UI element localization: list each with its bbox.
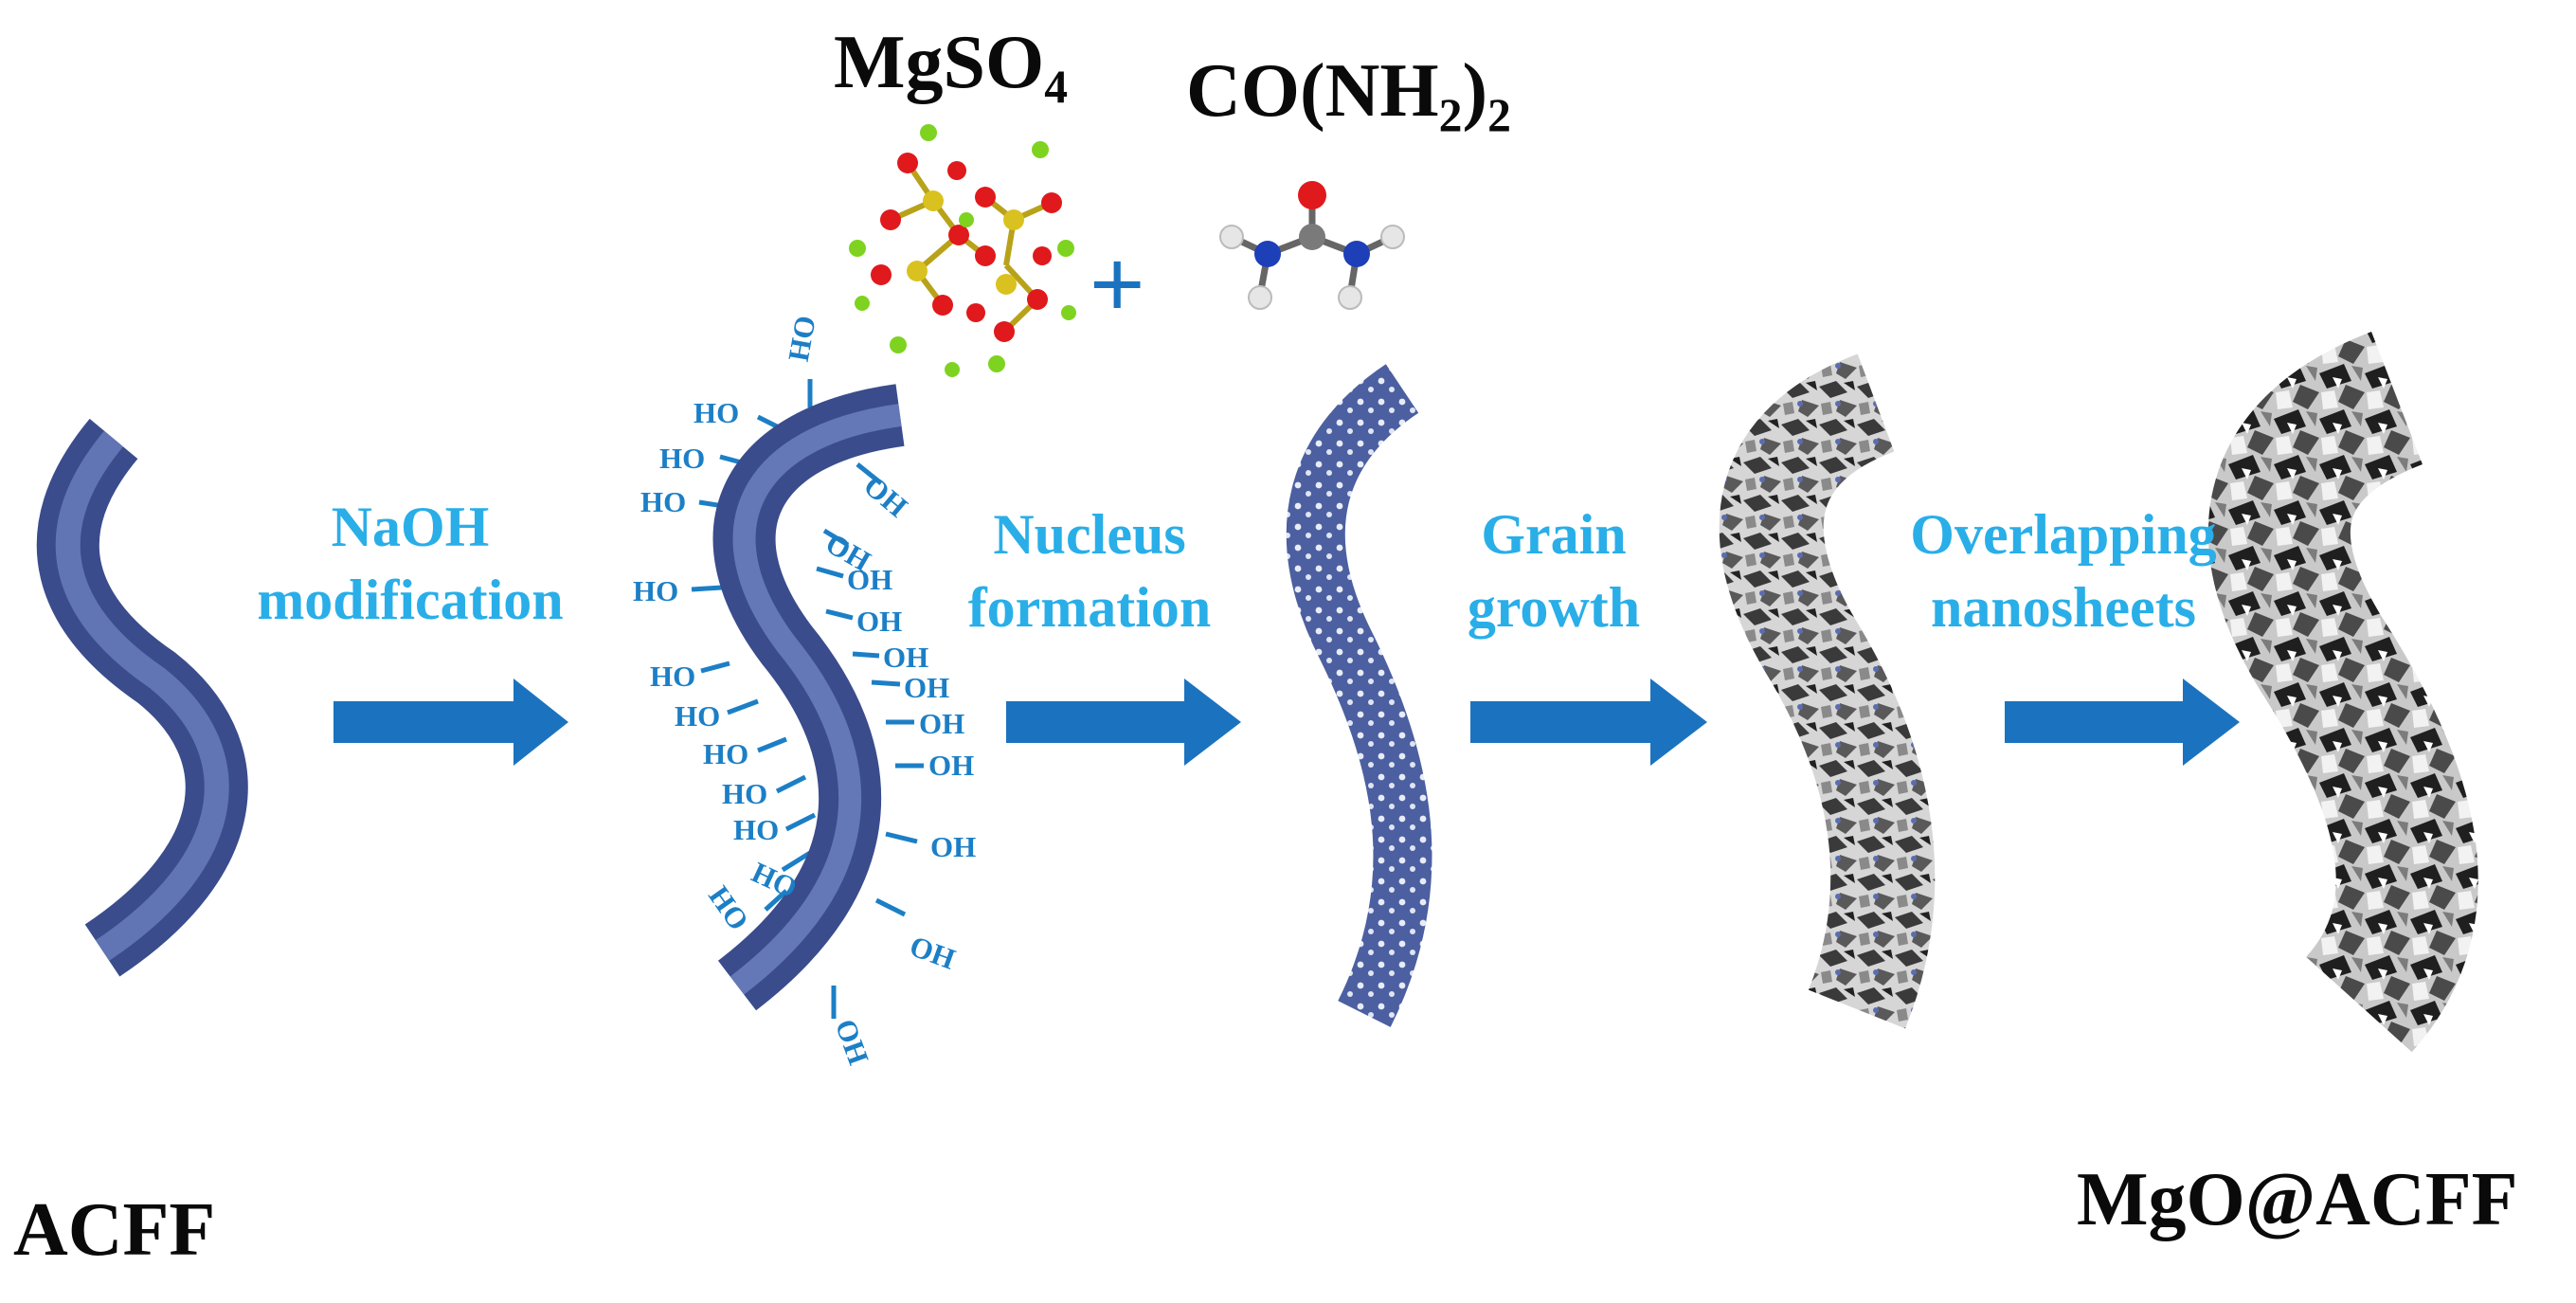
oh-label: OH: [829, 1015, 875, 1069]
ho-label: HO: [703, 737, 748, 770]
nucleated-fiber: [1286, 364, 1432, 1027]
oh-label: OH: [857, 469, 913, 524]
plus-sign: +: [1090, 231, 1145, 337]
ho-label: HO: [675, 699, 720, 733]
arrow-4: [2005, 679, 2240, 766]
ho-label: HO: [633, 574, 678, 607]
ho-label: HO: [782, 313, 822, 364]
oh-label: OH: [919, 707, 964, 740]
oh-label: OH: [904, 671, 949, 704]
ho-label: HO: [694, 396, 739, 429]
ho-label: HO: [702, 879, 755, 936]
ho-label: HO: [722, 777, 767, 810]
acff-fiber-highlight: [55, 430, 229, 961]
oh-label: OH: [928, 749, 974, 782]
nanosheet-fiber: [2208, 332, 2478, 1053]
product-label: MgO@ACFF: [2077, 1158, 2518, 1241]
mgso4-label: MgSO4: [834, 21, 1069, 113]
oh-label: OH: [930, 830, 976, 863]
arrow-3: [1470, 679, 1707, 766]
modified-fiber-highlight: [730, 404, 902, 995]
ho-label: HO: [659, 442, 705, 475]
urea-molecule-model: [1219, 181, 1405, 310]
ho-label: HO: [640, 485, 686, 518]
oh-label: OH: [883, 641, 928, 674]
oh-label: OH: [847, 563, 892, 596]
start-material-label: ACFF: [13, 1188, 216, 1272]
urea-label: CO(NH2)2: [1186, 49, 1511, 141]
ho-label: HO: [650, 660, 695, 693]
mgso4-molecule-model: [849, 124, 1076, 377]
arrow-1: [333, 679, 568, 766]
oh-label: OH: [906, 929, 960, 975]
arrow-2: [1006, 679, 1241, 766]
grain-fiber: [1719, 353, 1936, 1029]
process-arrows: [333, 679, 2240, 766]
ho-label: HO: [733, 813, 779, 846]
oh-label: OH: [856, 605, 902, 638]
